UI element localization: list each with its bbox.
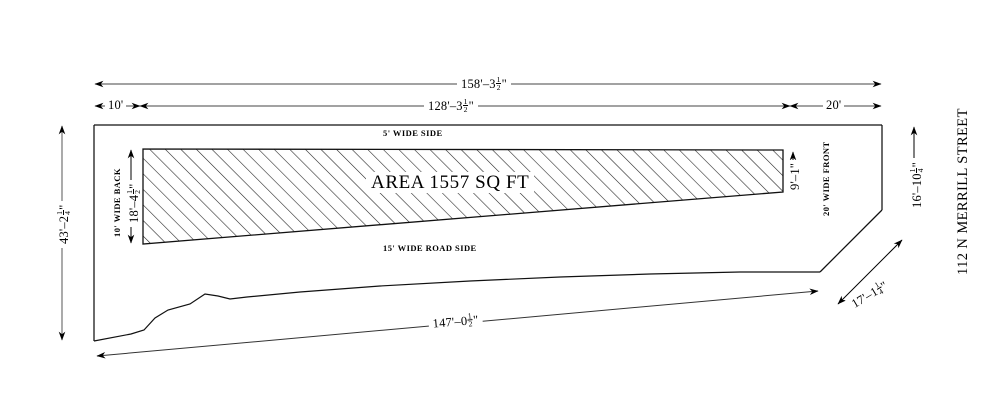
note-left-setback: 10' WIDE BACK [112, 168, 122, 237]
dim-right-offset-label: 20' [823, 99, 845, 112]
dim-left-offset-label: 10' [105, 99, 127, 112]
note-bottom-setback: 15' WIDE ROAD SIDE [383, 243, 477, 253]
note-right-setback: 20' WIDE FRONT [821, 141, 831, 216]
building-footprint-hatch [142, 148, 784, 245]
dimline-chamfer [837, 239, 903, 305]
street-name-label: 112 N MERRILL STREET [955, 108, 971, 275]
dim-building-right-height-label: 9'–1" [788, 159, 802, 193]
note-top-setback: 5' WIDE SIDE [383, 128, 443, 138]
area-label: AREA 1557 SQ FT [366, 172, 535, 193]
road-side-boundary [93, 271, 820, 342]
